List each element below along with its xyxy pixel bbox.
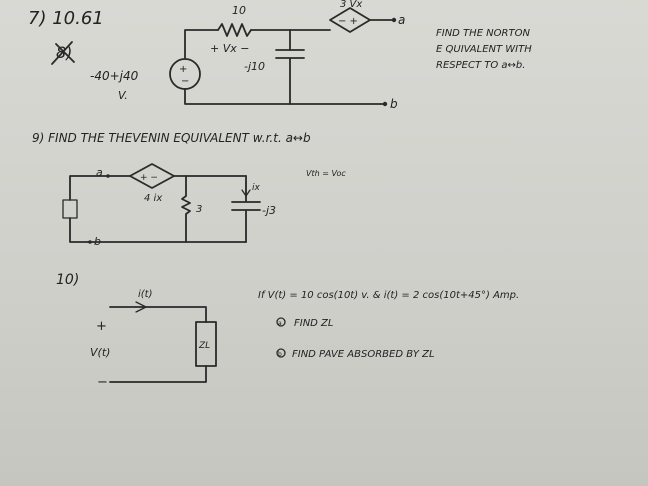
current-label-p10: i(t) (138, 289, 153, 300)
task-a-marker-label: a (278, 320, 282, 327)
problem8-instruction-line-1: FIND THE NORTON (436, 28, 530, 39)
resistor-10 (217, 23, 252, 37)
voltage-source-unit: V. (118, 89, 128, 102)
problem9-circuit: a b + − 4 ix 3 ix -j3 (62, 163, 276, 248)
resistor-3-label: 3 (196, 204, 202, 215)
task-b-marker (276, 348, 286, 358)
voltage-minus-p10: − (97, 375, 108, 390)
wire-bottom (184, 88, 384, 105)
terminal-a-label-p9: a (96, 166, 103, 179)
dependent-source-4ix-label: 4 ix (144, 193, 162, 204)
current-arrow-p10 (135, 301, 147, 313)
problem8-instructions: FIND THE NORTON E QUIVALENT WITH RESPECT… (436, 28, 532, 71)
wire-top-p10 (109, 306, 207, 323)
task-a-text: FIND ZL (294, 318, 333, 329)
problem8-instruction-line-2: E QUIVALENT WITH (436, 44, 532, 55)
task-a-marker (276, 317, 286, 327)
problem10-statement: If V(t) = 10 cos(10t) v. & i(t) = 2 cos(… (258, 290, 519, 360)
voltage-plus-p10: + (96, 319, 107, 334)
dependent-source-polarity: − + (338, 16, 358, 27)
problem-reference: 7) 10.61 (28, 8, 104, 29)
resistor-10-label: 10 (232, 4, 246, 17)
problem10-circuit: i(t) + V(t) − ZL (90, 289, 217, 390)
wire-bottom-p10 (109, 365, 207, 383)
problem9-instruction: 9) FIND THE THEVENIN EQUIVALENT w.r.t. a… (32, 131, 311, 145)
terminal-a-node (391, 17, 397, 23)
problem8-instruction-line-3: RESPECT TO a↔b. (436, 60, 525, 71)
ix-arrow (241, 181, 251, 197)
load-zl-label: ZL (198, 341, 210, 351)
problem10-given: If V(t) = 10 cos(10t) v. & i(t) = 2 cos(… (258, 290, 519, 301)
problem9-note: Vth = Voc (306, 169, 346, 178)
strike-mark (51, 41, 75, 65)
capacitor-minus-j3-label: -j3 (262, 204, 276, 217)
problem10-number: 10) (56, 272, 79, 288)
terminal-b-label: b (390, 97, 398, 111)
ix-label: ix (252, 183, 261, 193)
voltage-label-p10: V(t) (90, 346, 110, 359)
wire-top-left (184, 29, 219, 59)
left-element-p9 (62, 199, 78, 219)
terminal-a-label: a (398, 13, 405, 27)
wire-left-p9 (69, 175, 131, 243)
capacitor-minus-j10-label: -j10 (244, 60, 265, 73)
task-b-marker-label: b (278, 351, 282, 358)
task-b-text: FIND PAVE ABSORBED BY ZL (292, 349, 435, 360)
vx-polarity-label: + Vx − (210, 42, 249, 55)
dependent-source-4ix-polarity: + − (140, 173, 158, 183)
dependent-source-3vx-label: 3 Vx (340, 0, 362, 10)
voltage-source-plus-sign: + (179, 64, 187, 75)
struck-problem-number: 8) (51, 41, 75, 65)
voltage-source-minus-sign: − (181, 76, 189, 87)
voltage-source-value: -40+j40 (90, 69, 139, 83)
terminal-b-node (382, 101, 388, 107)
capacitor-minus-j10 (275, 49, 305, 105)
problem8-circuit: 10 + Vx − -j10 − + 3 Vx a + − -40+j40 V.… (90, 0, 405, 111)
resistor-3 (181, 175, 191, 243)
